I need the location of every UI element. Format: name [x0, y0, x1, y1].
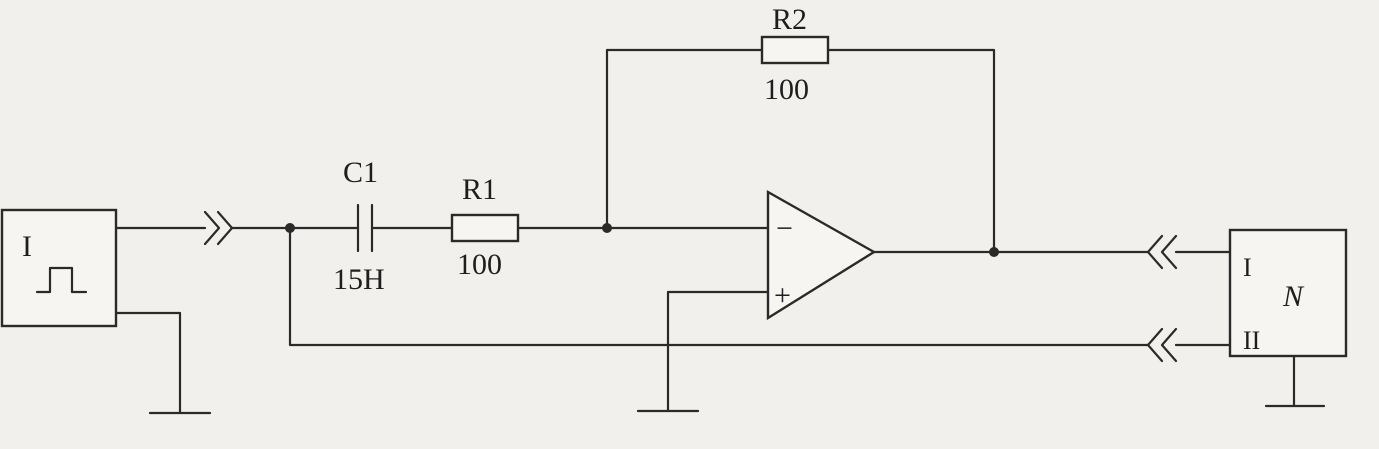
double-chevron-connector-icon — [203, 210, 234, 246]
junction-node-output — [989, 247, 999, 257]
double-chevron-connector-icon — [1146, 234, 1178, 270]
measuring-instrument: I II N — [1228, 228, 1348, 358]
r2-value-label: 100 — [764, 73, 809, 106]
wires — [114, 48, 1296, 414]
capacitor-c1: C1 15H — [333, 156, 385, 296]
wire-input-to-port-ii — [288, 226, 1232, 347]
square-pulse-icon — [35, 266, 88, 294]
double-chevron-connector-icon — [1146, 327, 1178, 363]
instrument-name-label: N — [1282, 280, 1305, 313]
wire-feedback — [605, 48, 996, 254]
instrument-port-1-label: I — [1243, 253, 1252, 282]
pulse-generator: I — [0, 208, 118, 328]
op-amp: − + — [766, 189, 877, 321]
opamp-minus-label: − — [776, 212, 793, 245]
r2-ref-label: R2 — [772, 3, 807, 36]
c1-value-label: 15H — [333, 263, 385, 296]
opamp-plus-label: + — [774, 279, 791, 312]
wire-plus-to-ground — [666, 290, 770, 412]
instrument-port-2-label: II — [1243, 326, 1260, 355]
r1-ref-label: R1 — [462, 173, 497, 206]
resistor-r1: R1 100 — [450, 173, 520, 281]
r1-value-label: 100 — [457, 248, 502, 281]
resistor-r2: R2 100 — [760, 3, 830, 106]
c1-ref-label: C1 — [343, 156, 378, 189]
generator-port-label: I — [22, 230, 32, 263]
junction-node-minus — [602, 223, 612, 233]
wire-generator-ground — [114, 311, 182, 414]
junction-node-input — [285, 223, 295, 233]
